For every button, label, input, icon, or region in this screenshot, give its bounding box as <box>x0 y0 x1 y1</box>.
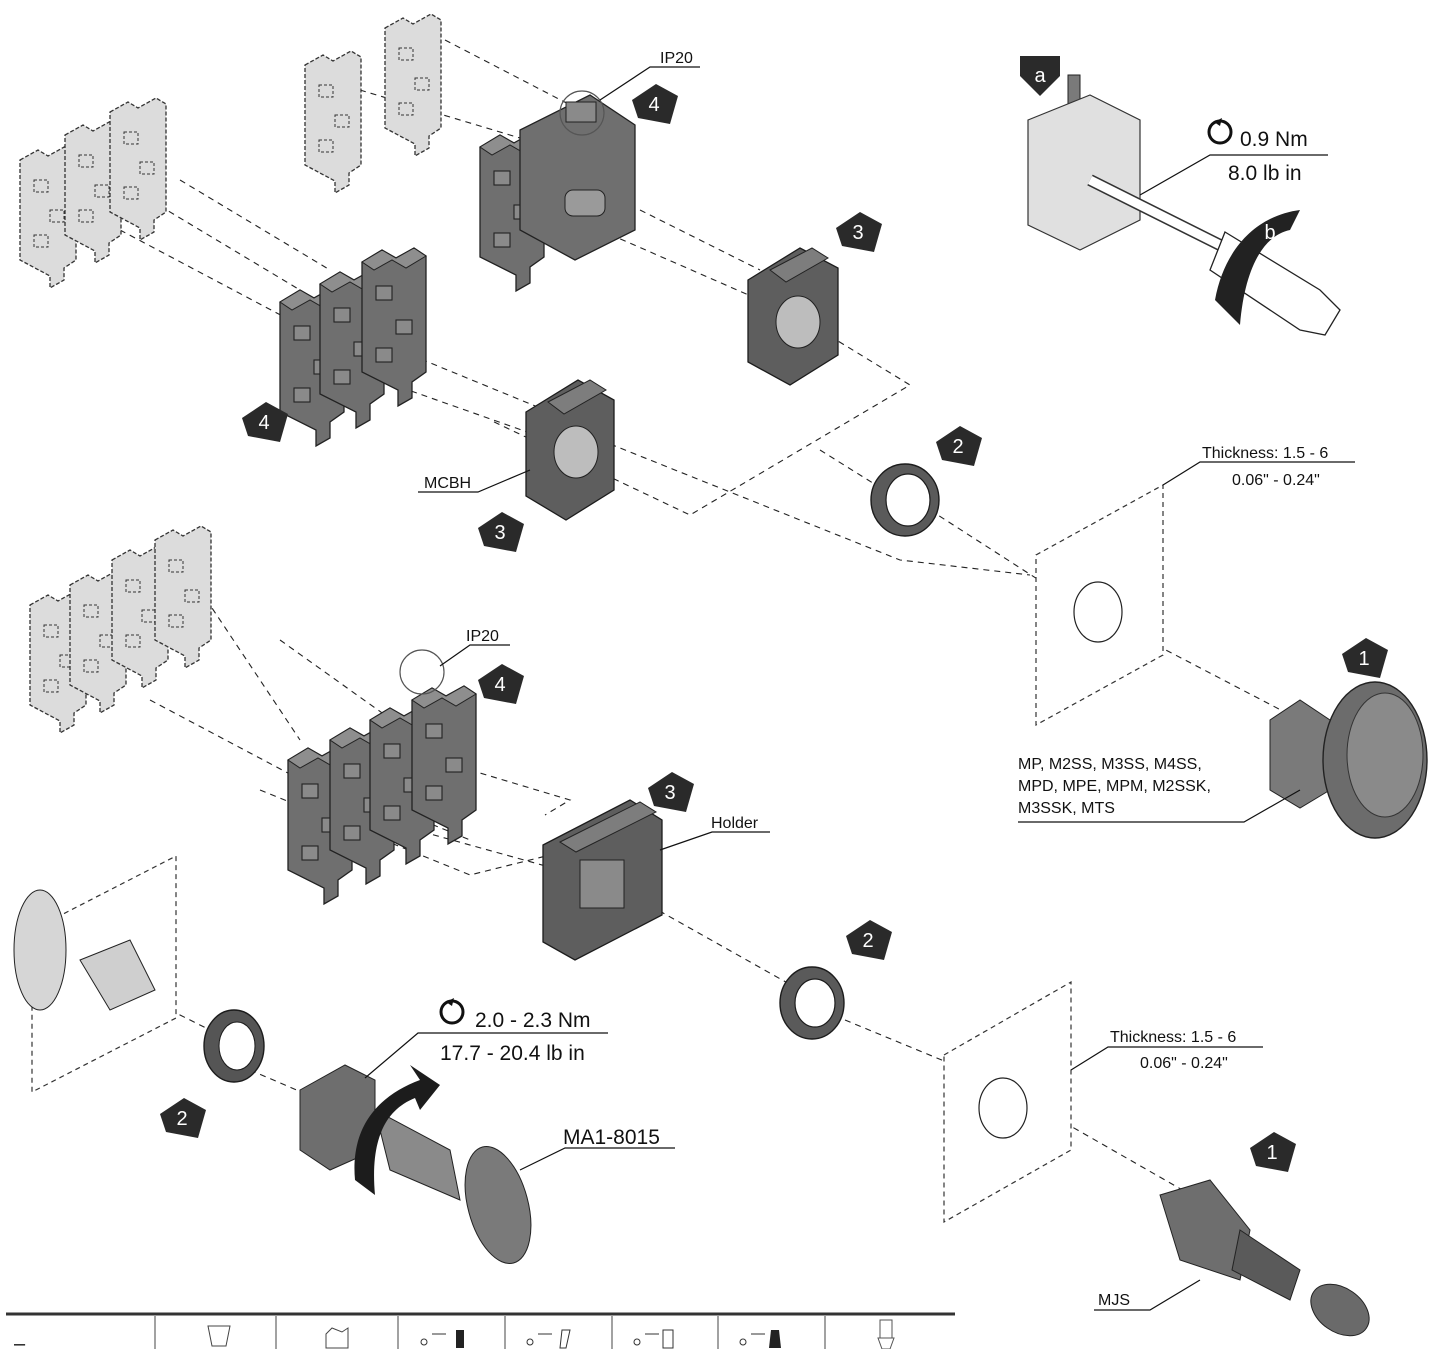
wire-type-icon <box>739 1330 781 1348</box>
svg-text:MCBH: MCBH <box>424 475 471 492</box>
svg-text:2: 2 <box>952 436 963 458</box>
panel-top <box>1035 483 1164 727</box>
screw-terminal-illustration <box>1027 74 1341 336</box>
svg-text:MP, M2SS, M3SS, M4SS,: MP, M2SS, M3SS, M4SS, <box>1018 756 1202 773</box>
step-badge-3-mcbh: 3 <box>478 512 524 552</box>
step-badge-b: b <box>1264 222 1275 244</box>
holder-bottom <box>542 799 663 961</box>
step-badge-3-top: 3 <box>836 212 882 252</box>
step-badge-2-top: 2 <box>936 426 982 466</box>
key-tool <box>299 1064 532 1264</box>
contact-block-dark-stack-2 <box>287 649 477 905</box>
step-badge-2-bottom: 2 <box>846 920 892 960</box>
panel-bottom <box>943 980 1072 1224</box>
step-badge-1-top: 1 <box>1342 638 1388 678</box>
callout-mjs: MJS <box>1094 1279 1201 1311</box>
svg-text:3: 3 <box>664 782 675 804</box>
panel-bottom-left <box>13 855 177 1093</box>
step-badge-1-bottom: 1 <box>1250 1132 1296 1172</box>
svg-text:MA1-8015: MA1-8015 <box>563 1126 660 1149</box>
svg-text:2: 2 <box>176 1108 187 1130</box>
wire-type-icon <box>633 1329 674 1349</box>
svg-text:1: 1 <box>1266 1142 1277 1164</box>
svg-text:4: 4 <box>494 674 505 696</box>
contact-block-dark-stack-1 <box>279 247 427 447</box>
svg-text:IP20: IP20 <box>466 628 499 645</box>
torque-rotate-icon <box>439 998 465 1025</box>
svg-text:3: 3 <box>494 522 505 544</box>
callout-ip20-bottom: IP20 <box>439 628 510 667</box>
callout-ip20-top: IP20 <box>599 50 700 101</box>
svg-text:4: 4 <box>258 412 269 434</box>
locking-ring-top <box>870 463 940 537</box>
svg-text:1: 1 <box>1358 648 1369 670</box>
svg-text:4: 4 <box>648 94 659 116</box>
svg-text:a: a <box>1034 65 1046 87</box>
contact-block-light-stack-1 <box>19 97 167 289</box>
holder-mcbh <box>525 379 615 521</box>
wire-type-icon <box>526 1329 571 1349</box>
svg-text:M3SSK, MTS: M3SSK, MTS <box>1018 800 1115 817</box>
step-badge-2-bottom-left: 2 <box>160 1098 206 1138</box>
callout-key: MA1-8015 <box>519 1126 675 1171</box>
holder-top-right <box>747 247 839 386</box>
svg-text:Holder: Holder <box>711 815 759 832</box>
svg-text:0.06" - 0.24": 0.06" - 0.24" <box>1140 1055 1228 1072</box>
svg-text:Thickness: 1.5 - 6: Thickness: 1.5 - 6 <box>1202 445 1328 462</box>
footer-left-mark: – <box>14 1333 26 1349</box>
screwdriver-icon <box>877 1319 895 1349</box>
svg-text:8.0 lb in: 8.0 lb in <box>1228 162 1302 185</box>
svg-text:0.9 Nm: 0.9 Nm <box>1240 128 1308 151</box>
step-badge-3-bottom: 3 <box>648 772 694 812</box>
svg-text:IP20: IP20 <box>660 50 693 67</box>
wire-type-icon <box>420 1330 464 1348</box>
svg-text:0.06" - 0.24": 0.06" - 0.24" <box>1232 472 1320 489</box>
callout-operators-top: MP, M2SS, M3SS, M4SS, MPD, MPE, MPM, M2S… <box>1018 756 1301 823</box>
svg-text:MPD, MPE, MPM, M2SSK,: MPD, MPE, MPM, M2SSK, <box>1018 778 1211 795</box>
contact-block-dark-top-center <box>479 90 636 292</box>
svg-text:2.0 - 2.3 Nm: 2.0 - 2.3 Nm <box>475 1009 591 1032</box>
torque-rotate-icon <box>1207 118 1233 145</box>
svg-text:b: b <box>1264 222 1275 244</box>
callout-mcbh: MCBH <box>418 469 531 493</box>
tool-icon <box>207 1325 231 1347</box>
step-badge-4-left: 4 <box>242 402 288 442</box>
callout-thickness-top: Thickness: 1.5 - 6 0.06" - 0.24" <box>1162 445 1355 489</box>
footer-table: – <box>6 1312 955 1349</box>
svg-text:17.7 - 20.4 lb in: 17.7 - 20.4 lb in <box>440 1042 585 1065</box>
torque-callout-screw: 0.9 Nm 8.0 lb in <box>1139 118 1328 196</box>
contact-block-light-stack-3 <box>29 525 212 734</box>
step-badge-4-top: 4 <box>632 84 678 124</box>
callout-holder: Holder <box>659 815 770 851</box>
nut-icon <box>325 1327 349 1349</box>
svg-text:MJS: MJS <box>1098 1292 1130 1309</box>
svg-text:2: 2 <box>862 930 873 952</box>
callout-thickness-bottom: Thickness: 1.5 - 6 0.06" - 0.24" <box>1070 1029 1263 1072</box>
step-badge-a: a <box>1020 56 1060 96</box>
locking-ring-bottom <box>779 966 845 1040</box>
torque-callout-ring: 2.0 - 2.3 Nm 17.7 - 20.4 lb in <box>364 998 608 1079</box>
svg-text:Thickness: 1.5 - 6: Thickness: 1.5 - 6 <box>1110 1029 1236 1046</box>
step-badge-4-bottom: 4 <box>478 664 524 704</box>
locking-ring-bottom-left <box>203 1009 265 1083</box>
svg-text:3: 3 <box>852 222 863 244</box>
joystick-operator <box>1159 1179 1370 1337</box>
mushroom-operator <box>1269 681 1428 839</box>
contact-block-light-stack-2 <box>304 13 442 194</box>
